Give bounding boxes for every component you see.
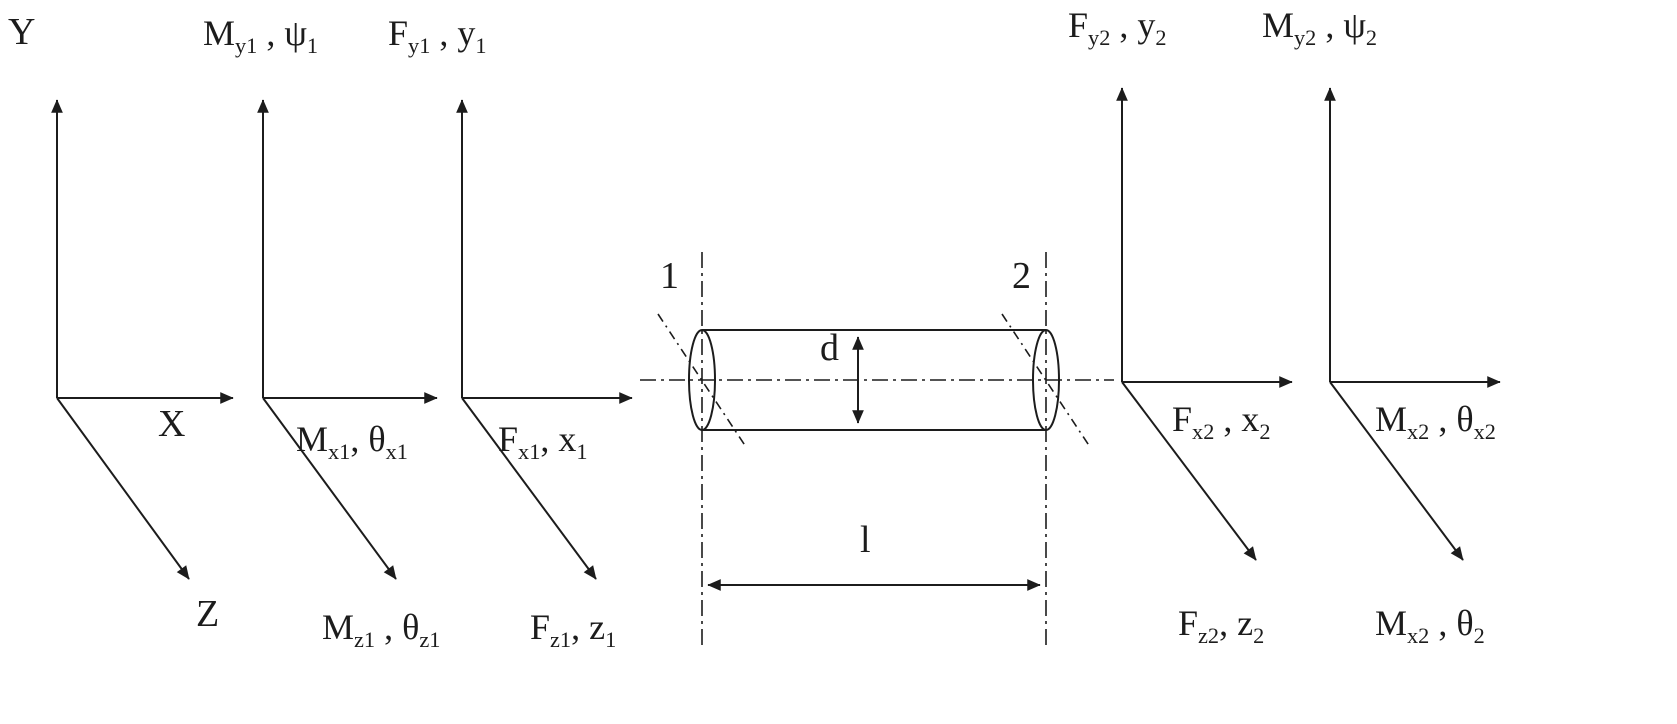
node1-force-x-label: Fx1, x1 [498, 419, 588, 465]
length-label: l [860, 519, 871, 561]
section1-cut-mark [657, 313, 747, 448]
axis-system-global [51, 99, 234, 580]
node2-force-z-arrow [1121, 381, 1257, 561]
node1-force-y-label: Fy1 , y1 [388, 13, 487, 59]
node2-moment-x-label: Mx2 , θx2 [1375, 399, 1496, 445]
node2-force-x-label: Fx2 , x2 [1172, 399, 1271, 445]
node1-moment-y-label: My1 , ψ1 [203, 13, 319, 59]
axis-system-node2-forces [1116, 87, 1293, 561]
node1-force-z-arrow [461, 397, 597, 580]
section2-cut-mark [1001, 313, 1091, 448]
node2-force-y-label: Fy2 , y2 [1068, 5, 1167, 51]
shaft-element [640, 252, 1114, 645]
diameter-label: d [820, 327, 839, 369]
axis-system-node2-moments [1324, 87, 1501, 561]
global-x-label: X [158, 403, 186, 445]
node2-moment-z-arrow [1329, 381, 1464, 561]
node1-moment-z-label: Mz1 , θz1 [322, 607, 441, 653]
node1-moment-x-label: Mx1, θx1 [296, 419, 408, 465]
node2-moment-z-label: Mx2 , θ2 [1375, 603, 1485, 649]
global-y-label: Y [8, 11, 36, 53]
section1-label: 1 [660, 255, 679, 297]
node2-force-z-label: Fz2, z2 [1178, 603, 1265, 649]
node2-moment-y-label: My2 , ψ2 [1262, 5, 1378, 51]
node1-force-z-label: Fz1, z1 [530, 607, 617, 653]
global-z-axis-arrow [56, 397, 190, 580]
section2-label: 2 [1012, 255, 1031, 297]
global-z-label: Z [196, 593, 220, 635]
axis-system-node1-forces [456, 99, 633, 580]
node1-moment-z-arrow [262, 397, 397, 580]
axis-system-node1-moments [257, 99, 438, 580]
